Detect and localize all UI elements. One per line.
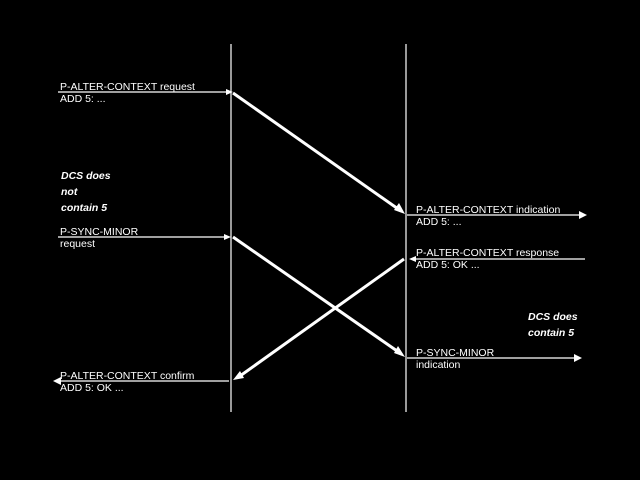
- sync-indication-arrowhead: [574, 354, 582, 362]
- sync-indication-line1: P-SYNC-MINOR: [416, 347, 495, 359]
- alter-request-label: P-ALTER-CONTEXT request ADD 5: ...: [60, 81, 195, 105]
- left-note-line3: contain 5: [61, 202, 108, 214]
- response-crossing-message: [239, 257, 405, 378]
- alter-request-line2: ADD 5: ...: [60, 93, 106, 105]
- right-note-line1: DCS does: [528, 311, 578, 323]
- sync-request-label: P-SYNC-MINOR request: [60, 226, 138, 250]
- response-crossing-arrowhead: [233, 371, 244, 380]
- alter-request-line1: P-ALTER-CONTEXT request: [60, 81, 195, 93]
- alter-confirm-label: P-ALTER-CONTEXT confirm ADD 5: OK ...: [60, 370, 194, 394]
- sync-request-line1: P-SYNC-MINOR: [60, 226, 139, 238]
- sync-request-arrowhead: [224, 234, 231, 240]
- alter-indication-line2: ADD 5: ...: [416, 216, 462, 228]
- alter-crossing-arrowhead: [394, 203, 405, 214]
- alter-response-line2: ADD 5: OK ...: [416, 259, 480, 271]
- alter-request-arrowhead: [226, 89, 233, 95]
- alter-confirm-line2: ADD 5: OK ...: [60, 382, 124, 394]
- alter-confirm-arrowhead: [53, 377, 61, 385]
- alter-indication-arrowhead: [579, 211, 587, 219]
- alter-response-line1: P-ALTER-CONTEXT response: [416, 247, 560, 259]
- alter-indication-label: P-ALTER-CONTEXT indication ADD 5: ...: [416, 204, 560, 228]
- sync-crossing-message: [232, 235, 401, 355]
- alter-response-arrowhead: [409, 256, 416, 262]
- left-note-line1: DCS does: [61, 170, 111, 182]
- left-note-line2: not: [61, 186, 78, 198]
- sync-indication-line2: indication: [416, 359, 461, 371]
- alter-confirm-line1: P-ALTER-CONTEXT confirm: [60, 370, 195, 382]
- left-dcs-note: DCS does not contain 5: [61, 168, 111, 216]
- right-dcs-note: DCS does contain 5: [528, 309, 578, 341]
- sync-request-line2: request: [60, 238, 96, 250]
- sync-indication-label: P-SYNC-MINOR indication: [416, 347, 494, 371]
- alter-response-label: P-ALTER-CONTEXT response ADD 5: OK ...: [416, 247, 559, 271]
- sync-crossing-arrowhead: [394, 346, 405, 357]
- right-note-line2: contain 5: [528, 327, 575, 339]
- alter-crossing-message: [232, 91, 402, 213]
- alter-indication-line1: P-ALTER-CONTEXT indication: [416, 204, 561, 216]
